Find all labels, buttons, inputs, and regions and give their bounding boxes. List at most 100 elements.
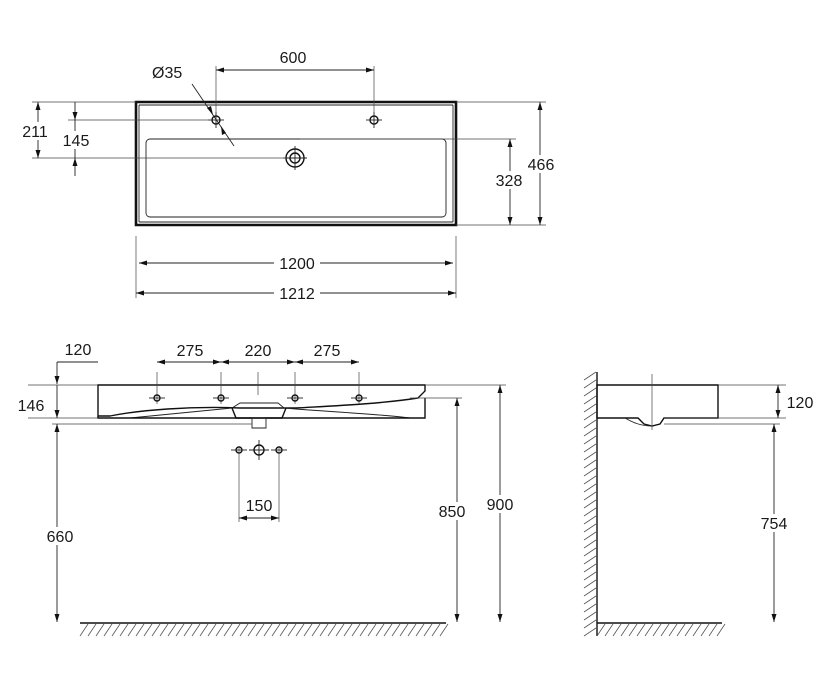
hatch-stroke bbox=[144, 624, 152, 636]
hatch-stroke bbox=[272, 624, 280, 636]
tap-hole-right bbox=[366, 112, 382, 128]
hatch-stroke bbox=[621, 624, 629, 636]
front-waste-body bbox=[232, 408, 286, 418]
hatch-stroke bbox=[200, 624, 208, 636]
hatch-stroke bbox=[701, 624, 709, 636]
hatch-stroke bbox=[584, 492, 596, 500]
dim-tap-spacing: 600 bbox=[280, 50, 307, 67]
hatch-stroke bbox=[192, 624, 200, 636]
side-bowl-profile bbox=[625, 418, 652, 426]
hatch-stroke bbox=[120, 624, 128, 636]
hatch-stroke bbox=[184, 624, 192, 636]
hatch-stroke bbox=[360, 624, 368, 636]
hatch-stroke bbox=[709, 624, 717, 636]
hatch-stroke bbox=[584, 524, 596, 532]
hatch-stroke bbox=[584, 452, 596, 460]
hatch-stroke bbox=[384, 624, 392, 636]
side-floor-hatch bbox=[597, 624, 725, 636]
hatch-stroke bbox=[312, 624, 320, 636]
hatch-stroke bbox=[584, 380, 596, 388]
hatch-stroke bbox=[320, 624, 328, 636]
hatch-stroke bbox=[256, 624, 264, 636]
waste-fitting-center bbox=[249, 440, 269, 460]
basin-bowl-outline bbox=[146, 139, 446, 217]
hatch-stroke bbox=[584, 580, 596, 588]
hatch-stroke bbox=[653, 624, 661, 636]
hatch-stroke bbox=[584, 396, 596, 404]
hatch-stroke bbox=[152, 624, 160, 636]
hatch-stroke bbox=[584, 572, 596, 580]
hatch-stroke bbox=[584, 532, 596, 540]
front-tap-marker-2 bbox=[213, 372, 229, 404]
hatch-stroke bbox=[432, 624, 440, 636]
dim-rim-offset: 120 bbox=[65, 342, 92, 359]
hatch-stroke bbox=[104, 624, 112, 636]
hatch-stroke bbox=[136, 624, 144, 636]
dim-spacing-center: 220 bbox=[245, 343, 272, 360]
waste-outlet bbox=[283, 146, 307, 170]
hatch-stroke bbox=[605, 624, 613, 636]
hatch-stroke bbox=[597, 624, 605, 636]
hatch-stroke bbox=[584, 508, 596, 516]
hatch-stroke bbox=[584, 612, 596, 620]
dim-tap-from-back: 211 bbox=[22, 124, 48, 141]
dim-basin-depth-inner: 328 bbox=[496, 173, 523, 190]
hatch-stroke bbox=[88, 624, 96, 636]
hatch-stroke bbox=[344, 624, 352, 636]
hatch-stroke bbox=[645, 624, 653, 636]
hatch-stroke bbox=[368, 624, 376, 636]
hatch-stroke bbox=[168, 624, 176, 636]
hatch-stroke bbox=[584, 484, 596, 492]
hatch-stroke bbox=[128, 624, 136, 636]
hatch-stroke bbox=[584, 588, 596, 596]
dim-thickness: 146 bbox=[18, 398, 45, 415]
dim-bottom-to-floor: 660 bbox=[47, 529, 74, 546]
hatch-stroke bbox=[584, 468, 596, 476]
hatch-stroke bbox=[408, 624, 416, 636]
hatch-stroke bbox=[400, 624, 408, 636]
hatch-stroke bbox=[296, 624, 304, 636]
dim-top-to-floor: 900 bbox=[487, 497, 514, 514]
hatch-stroke bbox=[637, 624, 645, 636]
hatch-stroke bbox=[248, 624, 256, 636]
front-tap-marker-3 bbox=[287, 372, 303, 404]
basin-outer-outline bbox=[136, 102, 456, 225]
hatch-stroke bbox=[677, 624, 685, 636]
hatch-stroke bbox=[669, 624, 677, 636]
front-basin-outline bbox=[98, 385, 425, 416]
side-wall-hatch bbox=[584, 372, 596, 636]
dim-spacing-left: 275 bbox=[177, 343, 204, 360]
hatch-stroke bbox=[80, 624, 88, 636]
hatch-stroke bbox=[224, 624, 232, 636]
hatch-stroke bbox=[584, 596, 596, 604]
side-view: 120 754 bbox=[584, 372, 818, 636]
hatch-stroke bbox=[584, 540, 596, 548]
hatch-stroke bbox=[240, 624, 248, 636]
hatch-stroke bbox=[584, 604, 596, 612]
front-tap-marker-4 bbox=[351, 372, 367, 404]
dim-inner-width: 1200 bbox=[279, 256, 315, 273]
hatch-stroke bbox=[584, 548, 596, 556]
hatch-stroke bbox=[176, 624, 184, 636]
dim-rim-to-floor: 850 bbox=[439, 504, 466, 521]
hatch-stroke bbox=[693, 624, 701, 636]
hatch-stroke bbox=[584, 388, 596, 396]
hatch-stroke bbox=[584, 500, 596, 508]
hatch-stroke bbox=[584, 556, 596, 564]
front-waste-spigot bbox=[252, 418, 266, 428]
hatch-stroke bbox=[584, 444, 596, 452]
hatch-stroke bbox=[304, 624, 312, 636]
side-basin-outline bbox=[597, 385, 718, 426]
front-view: 275 220 275 120 146 660 bbox=[14, 342, 518, 636]
hatch-stroke bbox=[717, 624, 725, 636]
hatch-stroke bbox=[613, 624, 621, 636]
hatch-stroke bbox=[232, 624, 240, 636]
hatch-stroke bbox=[584, 564, 596, 572]
dim-waste-spacing: 150 bbox=[246, 498, 273, 515]
hatch-stroke bbox=[584, 476, 596, 484]
hatch-stroke bbox=[584, 428, 596, 436]
hatch-stroke bbox=[328, 624, 336, 636]
dim-underside-to-floor: 754 bbox=[761, 516, 788, 533]
front-bowl-profile bbox=[130, 403, 410, 418]
